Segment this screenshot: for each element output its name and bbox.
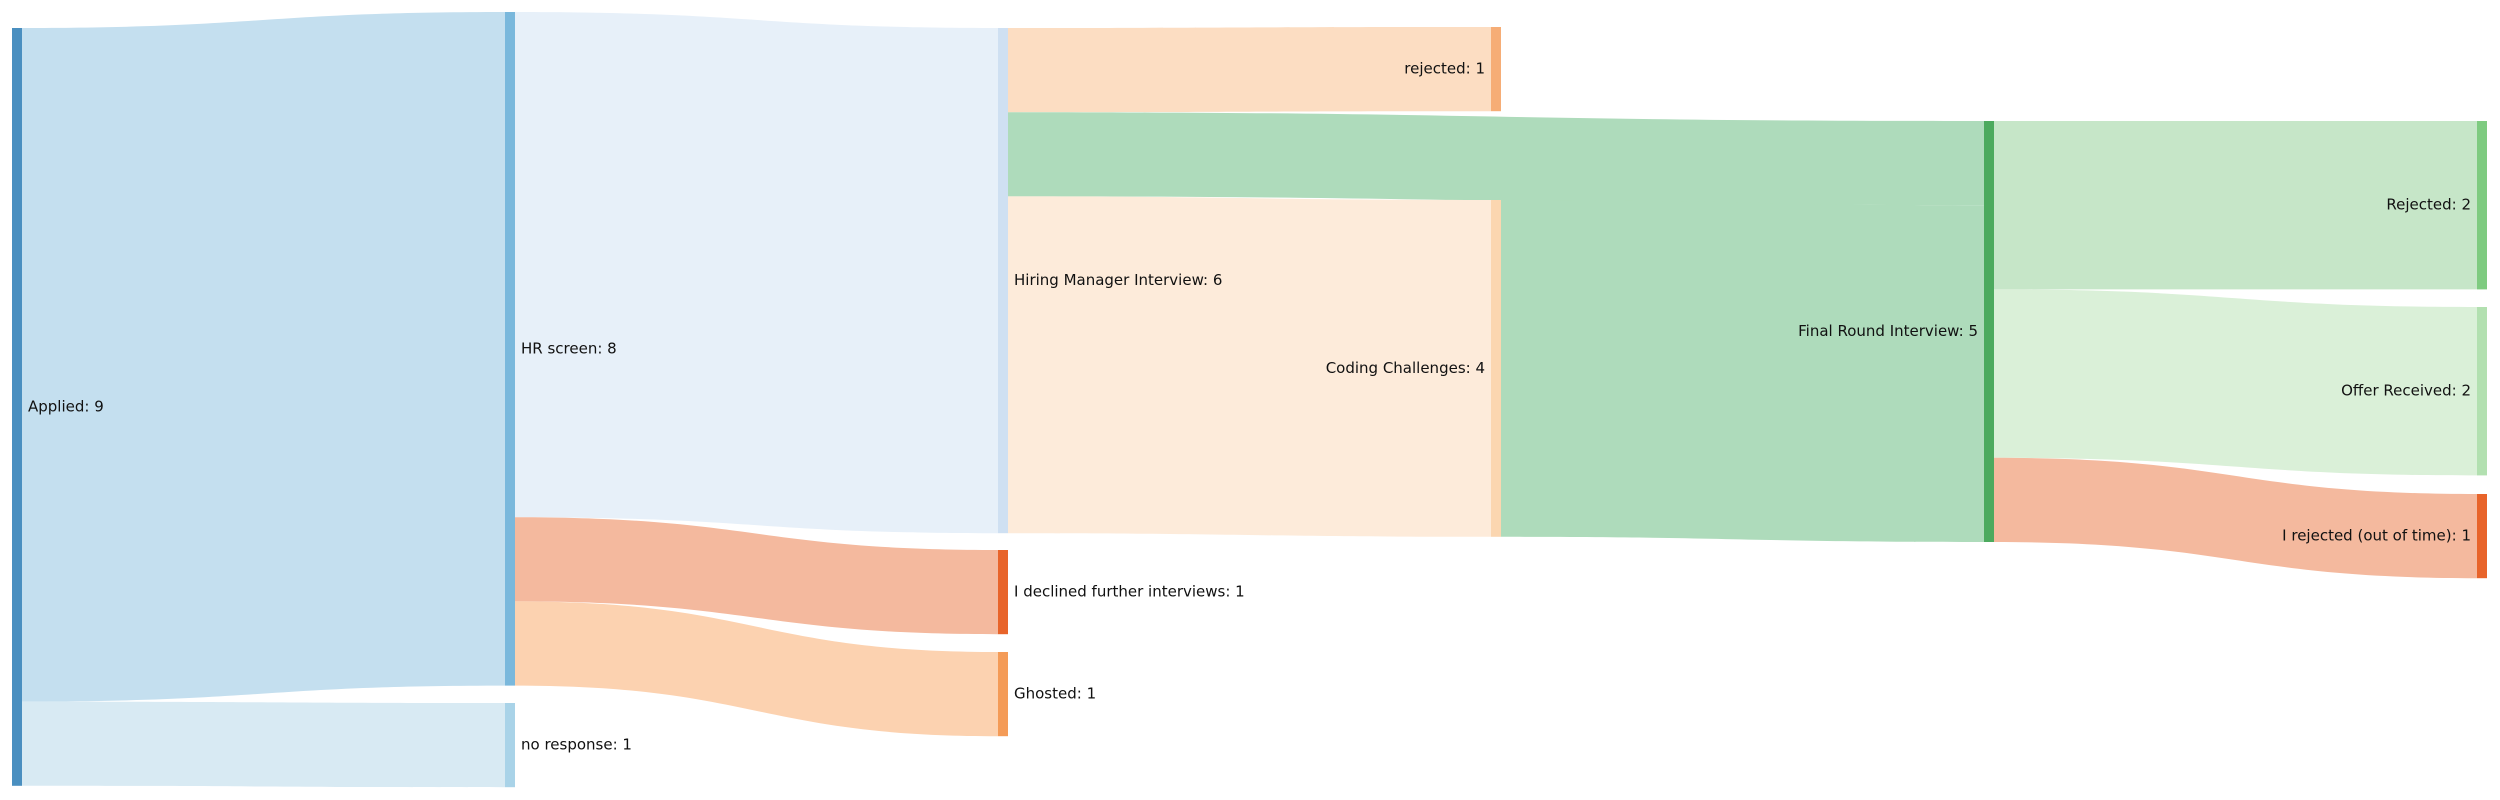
node-label-ghosted: Ghosted: 1 [1014, 685, 1096, 703]
node-hm [998, 28, 1008, 534]
node-label-hr: HR screen: 8 [521, 339, 617, 357]
link-applied-to-noresp [22, 701, 505, 788]
node-label-rejected1: rejected: 1 [1404, 60, 1485, 78]
node-rejected1 [1491, 27, 1501, 112]
link-final-to-irejected [1994, 457, 2477, 579]
node-label-coding: Coding Challenges: 4 [1326, 359, 1485, 377]
node-hr [505, 12, 515, 686]
link-hr-to-hm [515, 12, 998, 534]
node-declined [998, 550, 1008, 635]
link-hr-to-ghosted [515, 601, 998, 737]
node-label-declined: I declined further interviews: 1 [1014, 583, 1245, 601]
node-label-final: Final Round Interview: 5 [1798, 322, 1978, 340]
labels-layer: Applied: 9 HR screen: 8 no response: 1 Hiri… [28, 60, 2471, 754]
link-hr-to-declined [515, 517, 998, 635]
node-irejected [2477, 494, 2487, 579]
link-applied-to-hr [22, 12, 505, 702]
node-noresp [505, 703, 515, 788]
node-ghosted [998, 652, 1008, 737]
links-layer [22, 12, 2477, 788]
node-coding [1491, 200, 1501, 537]
node-rejected2 [2477, 121, 2487, 290]
nodes-layer [12, 12, 2487, 788]
link-final-to-rejected2 [1994, 121, 2477, 290]
link-hm-to-final [1008, 112, 1984, 206]
node-label-irejected: I rejected (out of time): 1 [2282, 527, 2471, 545]
node-label-rejected2: Rejected: 2 [2386, 196, 2471, 214]
node-applied [12, 28, 22, 786]
node-label-noresp: no response: 1 [521, 736, 632, 754]
link-hm-to-coding [1008, 196, 1491, 537]
node-offer [2477, 307, 2487, 476]
node-final [1984, 121, 1994, 542]
link-hm-to-rejected1 [1008, 27, 1491, 113]
node-label-hm: Hiring Manager Interview: 6 [1014, 271, 1222, 289]
node-label-applied: Applied: 9 [28, 397, 104, 415]
node-label-offer: Offer Received: 2 [2341, 382, 2471, 400]
link-final-to-offer [1994, 289, 2477, 476]
link-coding-to-final [1501, 200, 1984, 542]
